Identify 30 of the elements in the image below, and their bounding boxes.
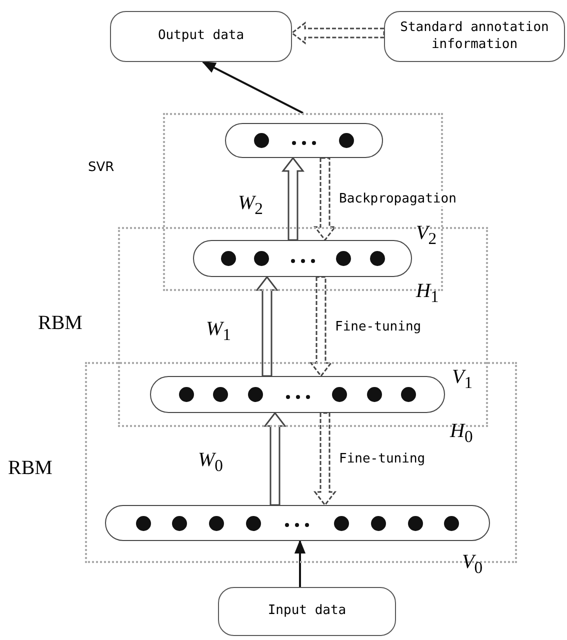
layer-label: V$_{0}$ — [462, 551, 483, 578]
block-arrow — [281, 156, 305, 241]
neuron-layer — [150, 376, 445, 413]
edge-label: Fine-tuning — [339, 452, 426, 466]
layer-label: V$_{1}$ — [452, 366, 473, 393]
model-label: RBM — [8, 457, 52, 480]
edge-label: Backpropagation — [339, 192, 456, 206]
arrow — [202, 61, 304, 114]
layer-label: V$_{2}$ — [416, 222, 437, 249]
rounded-box: Standard annotation information — [384, 11, 565, 62]
neuron-layer — [105, 505, 490, 541]
edge-label: Fine-tuning — [335, 319, 422, 334]
layer-label: H$_{1}$ — [416, 280, 439, 307]
neuron-layer — [225, 123, 383, 158]
dashed-block-arrow — [309, 276, 333, 378]
rounded-box: Input data — [218, 587, 396, 636]
weight-label: W$_{1}$ — [206, 318, 231, 345]
dashed-block-arrow — [313, 157, 337, 242]
dashed-block-arrow — [313, 412, 337, 506]
rounded-box: Output data — [110, 11, 292, 62]
weight-label: W$_{0}$ — [198, 449, 223, 476]
block-arrow — [263, 412, 287, 506]
arrow — [294, 540, 306, 587]
dashed-block-arrow — [290, 21, 385, 45]
neuron-layer — [193, 240, 412, 277]
weight-label: W$_{2}$ — [238, 192, 263, 219]
block-arrow — [255, 276, 279, 377]
layer-label: H$_{0}$ — [450, 420, 473, 447]
model-label: RBM — [38, 312, 82, 335]
layer-label: SVR — [88, 160, 114, 175]
